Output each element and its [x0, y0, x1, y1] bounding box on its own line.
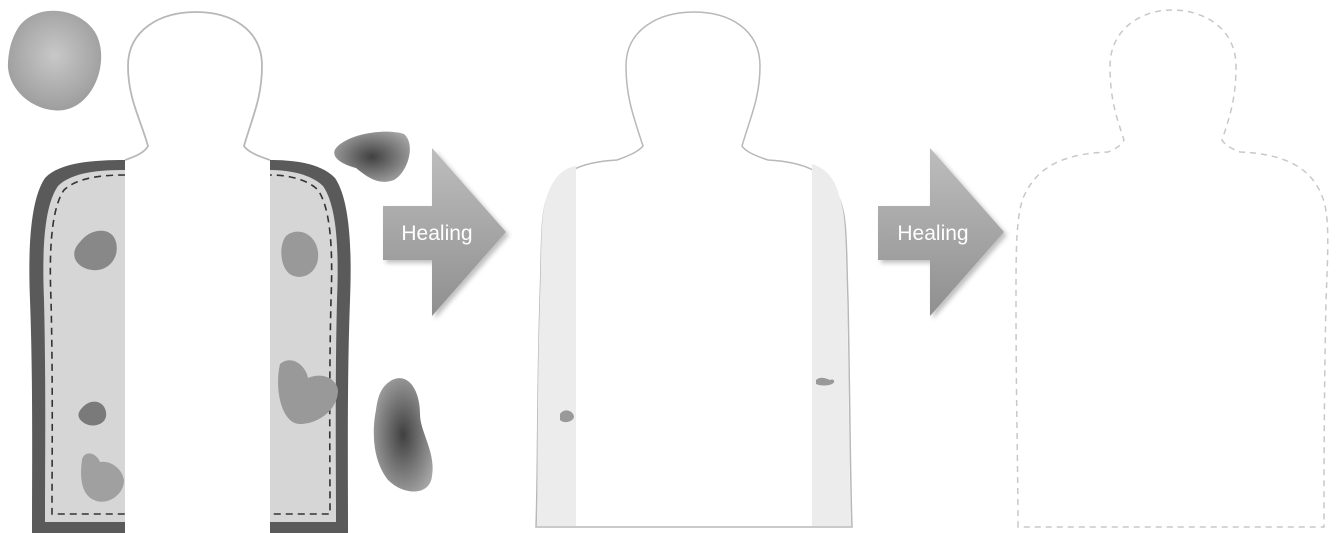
side-tissue-right	[812, 164, 851, 526]
dashed-silhouette	[1016, 10, 1328, 527]
floating-blob	[334, 132, 410, 182]
torso-outline	[536, 12, 852, 527]
arrow-label: Healing	[401, 222, 472, 245]
side-tissue-left	[537, 166, 576, 526]
healing-arrow-2: Healing	[878, 148, 1004, 316]
body-silhouette	[125, 12, 270, 533]
stage-2-partially-healed	[536, 12, 852, 527]
floating-blob	[374, 378, 433, 491]
stage-1-wounded	[8, 11, 433, 533]
arrow-label: Healing	[897, 222, 968, 245]
stage-3-healed	[1016, 10, 1328, 527]
floating-blob	[8, 11, 101, 111]
